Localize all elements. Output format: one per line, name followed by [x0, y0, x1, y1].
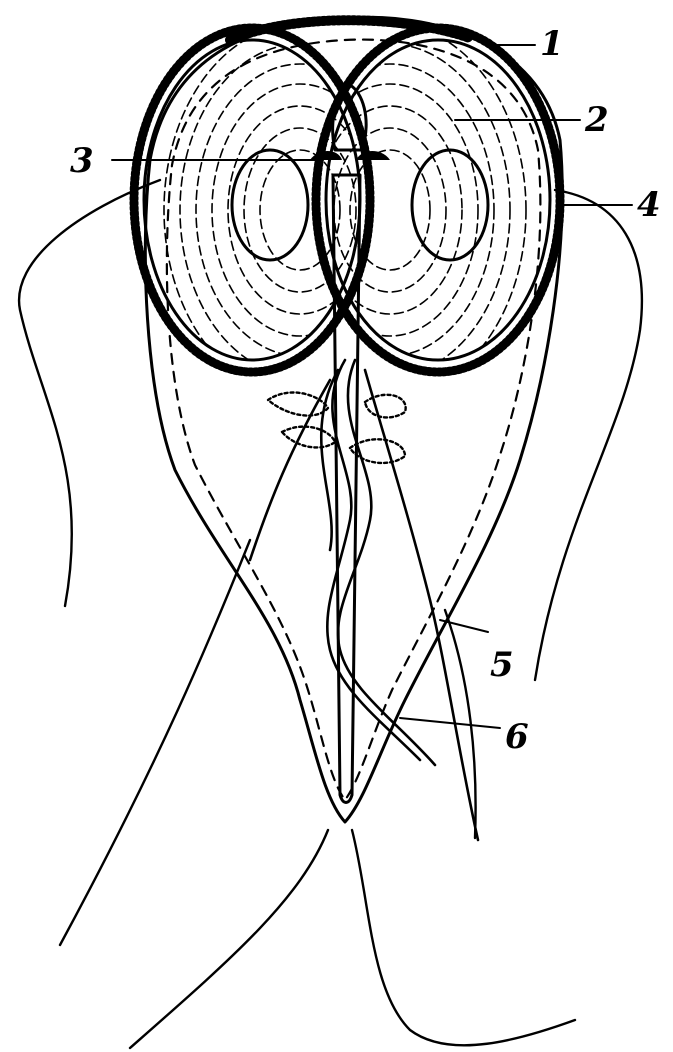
adhesive-disc-right — [254, 24, 560, 396]
label-5: 5 — [490, 645, 514, 685]
nucleus-right — [412, 150, 488, 260]
nucleus-left — [232, 150, 308, 260]
label-3: 3 — [70, 141, 94, 181]
label-4: 4 — [637, 185, 661, 225]
label-1: 1 — [540, 24, 564, 64]
adhesive-disc-left — [134, 24, 436, 396]
flagellum-caudal-right — [352, 830, 575, 1045]
flagellum-caudal-left — [130, 830, 328, 1048]
flagellum-ventral-left — [60, 540, 250, 945]
basal-bodies — [310, 151, 390, 160]
label-6: 6 — [505, 717, 529, 757]
label-2: 2 — [584, 100, 609, 140]
